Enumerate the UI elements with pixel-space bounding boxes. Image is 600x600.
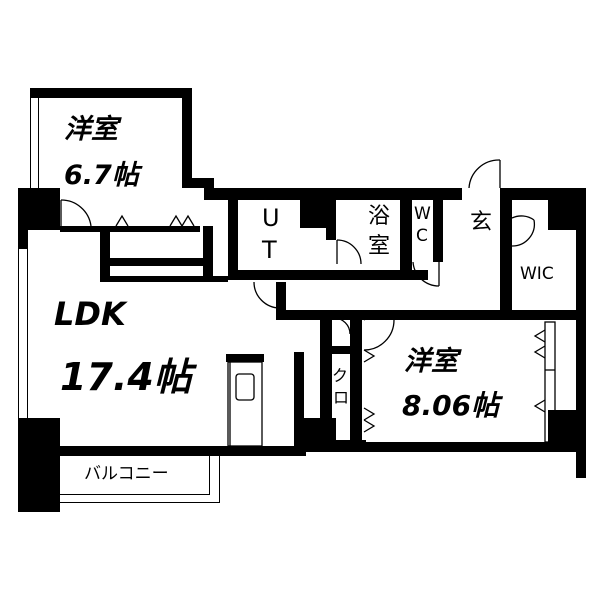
wall [50, 446, 306, 456]
wall [276, 310, 576, 320]
wall [100, 276, 228, 282]
bathroom-label-line1: 浴 [368, 204, 391, 229]
wall [203, 226, 213, 282]
wall [400, 198, 412, 280]
ldk-size: 17.4帖 [60, 355, 192, 399]
toilet-label-line2: C [416, 226, 428, 246]
wall [228, 198, 238, 280]
wall [204, 188, 462, 200]
balcony-inner [58, 455, 210, 495]
wall [60, 226, 200, 232]
wall [182, 178, 214, 188]
wall [276, 282, 286, 318]
wall [182, 88, 192, 188]
wall [294, 352, 304, 452]
wall [18, 228, 28, 248]
wall [100, 228, 110, 278]
wall [350, 310, 362, 442]
wall [110, 258, 206, 266]
wall [326, 198, 336, 240]
wall [30, 88, 192, 98]
wic-label: WIC [520, 264, 554, 284]
wall [576, 188, 586, 478]
western-room-2-name: 洋室 [404, 346, 458, 377]
balcony-label: バルコニー [84, 464, 169, 484]
wall [18, 418, 60, 512]
toilet-label-line1: W [414, 204, 431, 224]
western-room-1-size: 6.7帖 [64, 160, 139, 191]
closet-label-line2: ロ [333, 388, 350, 407]
wall [228, 270, 428, 280]
utility-label-line2: T [262, 236, 277, 264]
closet-label-line1: ク [332, 366, 349, 385]
wall [320, 310, 332, 440]
wall [18, 188, 60, 230]
utility-label-line1: U [262, 204, 280, 232]
wall [332, 346, 352, 354]
wall [500, 198, 512, 318]
entrance-label: 玄 [470, 210, 493, 235]
wall [433, 198, 443, 262]
western-room-2-size: 8.06帖 [402, 389, 500, 422]
wall [360, 442, 586, 452]
ldk-name: LDK [54, 295, 126, 333]
bathroom-label-line2: 室 [368, 234, 391, 259]
western-room-1-name: 洋室 [64, 114, 118, 145]
wall [226, 354, 264, 362]
